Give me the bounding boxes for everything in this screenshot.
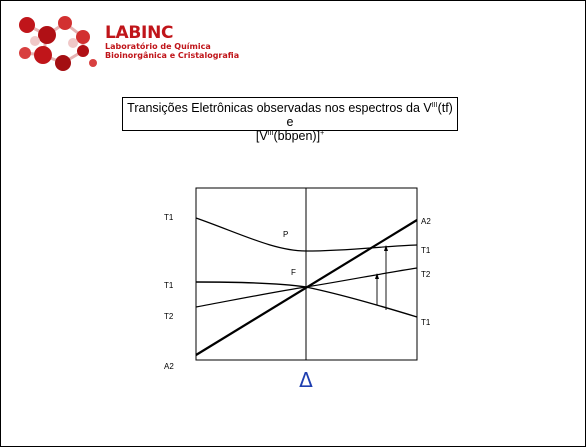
logo-subtitle-line1: Laboratório de Química bbox=[105, 42, 211, 51]
right-label-T1-upper: T1 bbox=[421, 246, 431, 255]
title-text-4: (bbpen)] bbox=[273, 129, 321, 143]
title-text-2: (tf) e bbox=[286, 101, 453, 129]
title-sup-1: III bbox=[431, 101, 438, 109]
left-label-T1-mid: T1 bbox=[164, 281, 174, 290]
title-sup-3: + bbox=[320, 129, 325, 137]
term-label-F: F bbox=[291, 268, 296, 277]
title-text-1: Transições Eletrônicas observadas nos es… bbox=[127, 101, 432, 115]
right-label-T2: T2 bbox=[421, 270, 431, 279]
left-label-T1-top: T1 bbox=[164, 213, 174, 222]
arrow-head-2 bbox=[384, 245, 388, 251]
left-label-T2: T2 bbox=[164, 312, 174, 321]
title-sup-2: III bbox=[267, 129, 274, 137]
logo-subtitle-line2: Bioinorgânica e Cristalografia bbox=[105, 51, 240, 60]
right-label-A2: A2 bbox=[421, 217, 431, 226]
right-label-T1-lower: T1 bbox=[421, 318, 431, 327]
left-label-A2: A2 bbox=[164, 362, 174, 371]
slide-title-box: Transições Eletrônicas observadas nos es… bbox=[122, 97, 458, 143]
term-label-P: P bbox=[283, 230, 288, 239]
delta-symbol-icon: Δ bbox=[299, 368, 313, 392]
logo-title: LABINC bbox=[105, 23, 174, 43]
title-text-3: [V bbox=[255, 129, 268, 143]
energy-level-diagram: T1 T1 T2 A2 A2 T1 T2 T1 P F Δ bbox=[164, 187, 431, 392]
molecule-logo-icon bbox=[19, 16, 97, 71]
arrow-head-1 bbox=[375, 273, 379, 279]
curve-T2-rising bbox=[195, 267, 418, 308]
